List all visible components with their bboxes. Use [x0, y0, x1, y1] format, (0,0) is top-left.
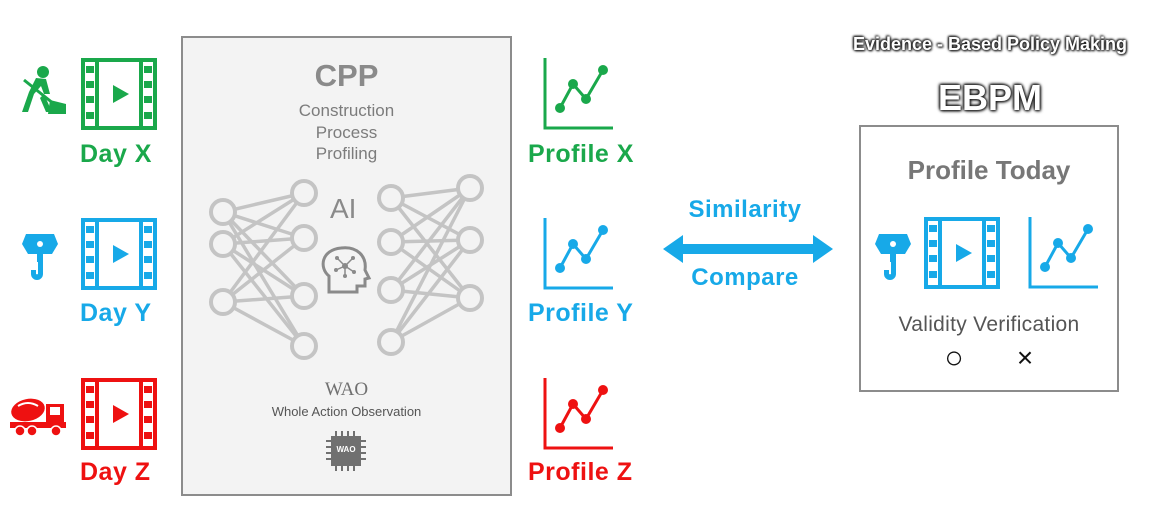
valid-circle-icon: ○ — [944, 339, 964, 375]
crane-hook-icon — [875, 234, 911, 280]
chip-icon: WAO — [326, 431, 366, 471]
day-y-label: Day Y — [80, 299, 152, 327]
cpp-title: CPP — [314, 58, 379, 93]
mixer-truck-icon — [10, 398, 66, 437]
cpp-subtitle-line: Process — [315, 122, 378, 142]
profile-x-label: Profile X — [528, 140, 634, 168]
chip-label: WAO — [336, 445, 356, 454]
validity-verification-label: Validity Verification — [898, 313, 1080, 336]
similarity-label: Similarity — [688, 196, 802, 223]
construction-worker-icon — [22, 66, 66, 114]
profile-y-label: Profile Y — [528, 299, 634, 327]
invalid-cross-icon: × — [1016, 342, 1034, 373]
crane-hook-icon — [22, 234, 58, 280]
video-icon — [81, 378, 157, 450]
wao-subtitle: Whole Action Observation — [271, 404, 422, 419]
line-chart-icon — [1028, 217, 1098, 289]
ai-label: AI — [330, 193, 357, 224]
video-icon — [924, 217, 1000, 289]
line-chart-icon — [543, 378, 613, 450]
video-icon — [81, 58, 157, 130]
double-arrow-icon — [663, 235, 833, 263]
cpp-subtitle-line: Profiling — [315, 144, 378, 163]
wao-title: WAO — [324, 379, 369, 400]
profile-z-label: Profile Z — [528, 458, 633, 486]
cpp-subtitle: Construction Process Profiling — [181, 100, 512, 165]
compare-label: Compare — [691, 264, 799, 291]
day-x-label: Day X — [80, 140, 152, 168]
day-z-label: Day Z — [80, 458, 151, 486]
video-icon — [81, 218, 157, 290]
neural-network-diagram — [209, 174, 484, 360]
profile-today-title: Profile Today — [907, 155, 1071, 185]
cpp-subtitle-line: Construction — [298, 101, 395, 120]
ebpm-title: EBPM — [937, 77, 1042, 118]
line-chart-icon — [543, 218, 613, 290]
ebpm-subtitle: Evidence - Based Policy Making — [852, 34, 1128, 54]
line-chart-icon — [543, 58, 613, 130]
